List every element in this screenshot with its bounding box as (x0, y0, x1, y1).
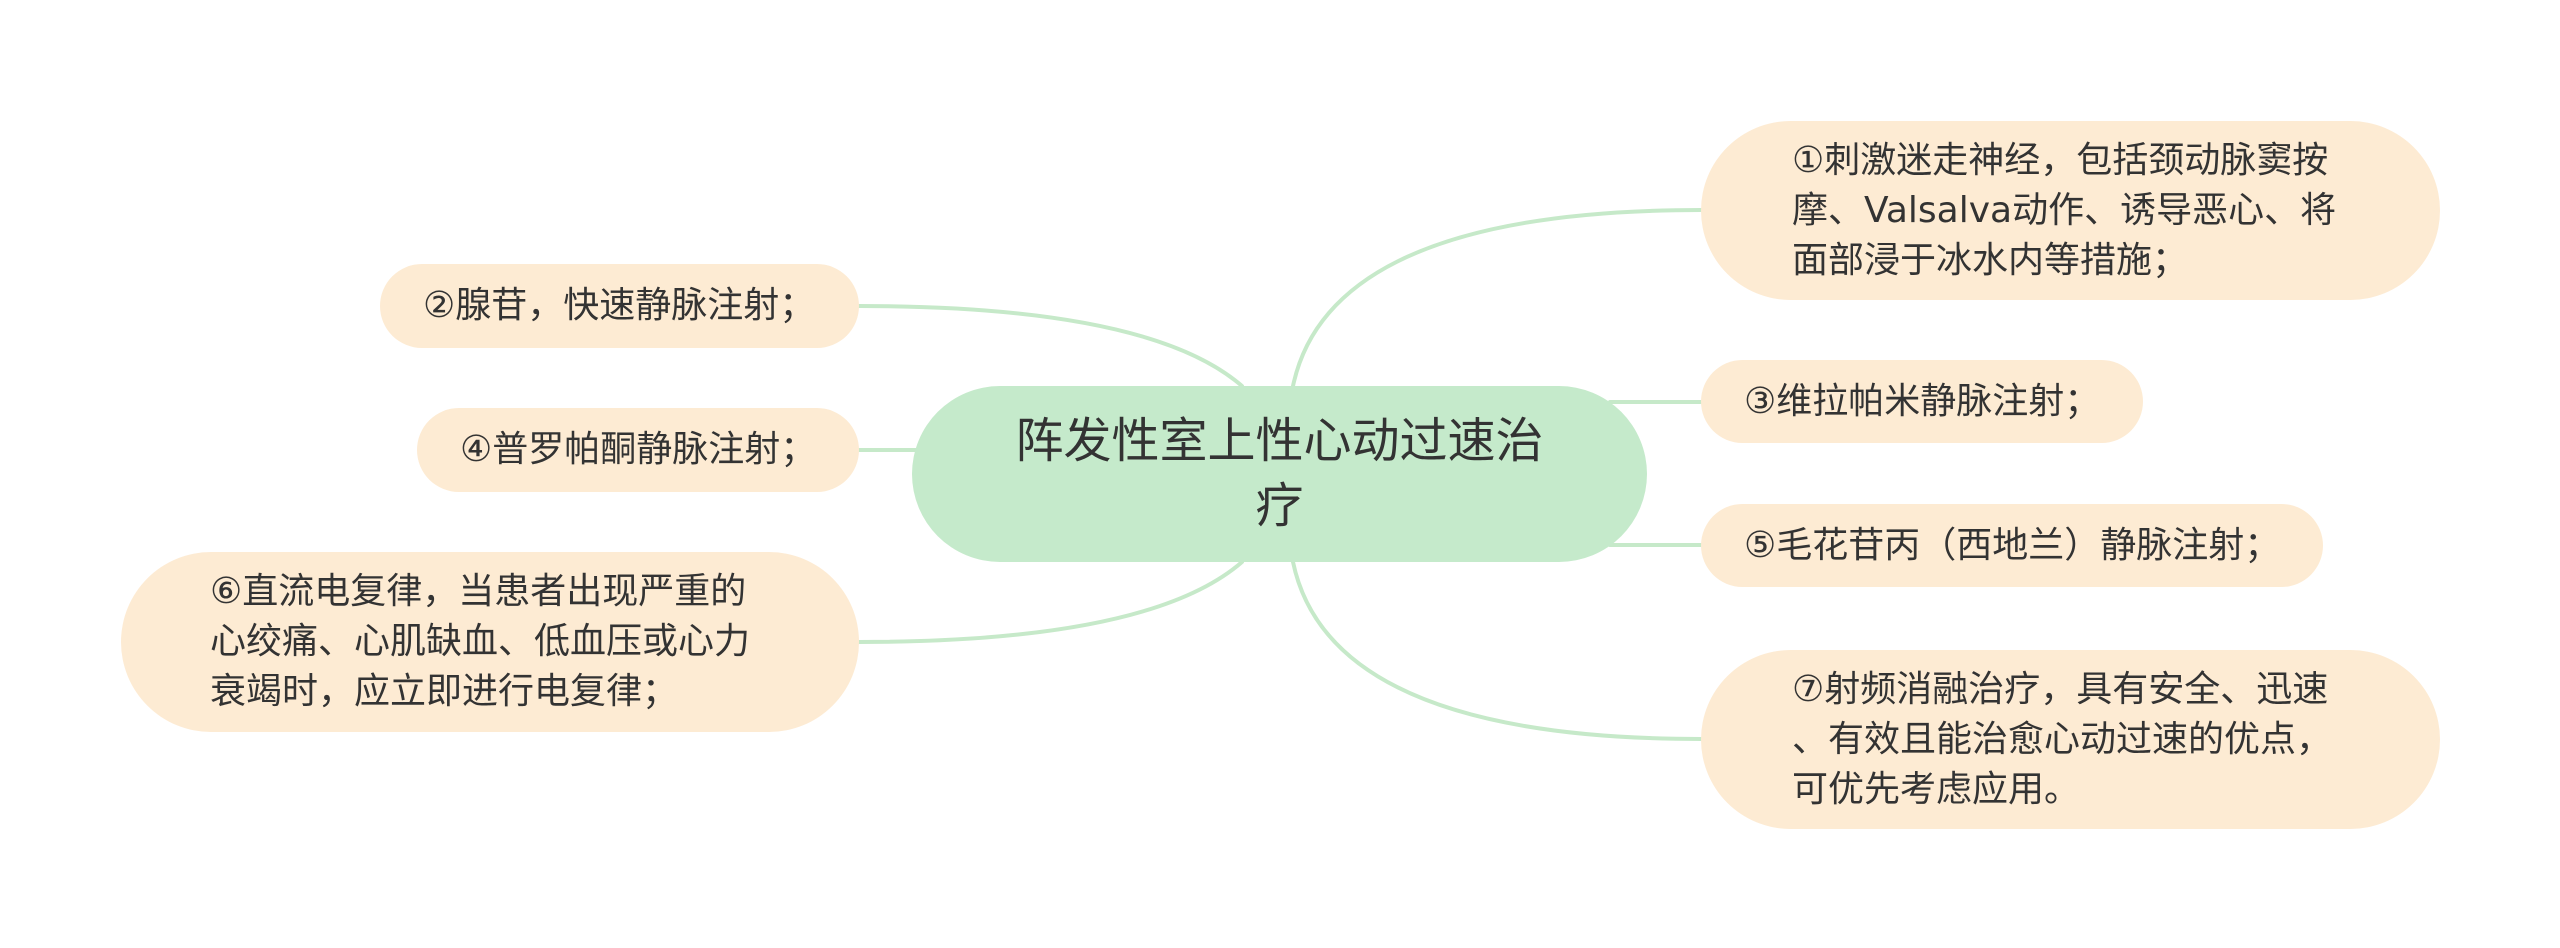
branch-topic-line: 心绞痛、心肌缺血、低血压或心力 (210, 621, 751, 662)
root-topic-line: 阵发性室上性心动过速治 (1015, 413, 1544, 469)
branch-topic-line: ③维拉帕米静脉注射； (1744, 380, 2101, 422)
branch-topic-line: ①刺激迷走神经，包括颈动脉窦按 (1792, 139, 2329, 181)
branch-topic-6[interactable]: ⑥直流电复律，当患者出现严重的 心绞痛、心肌缺血、低血压或心力 衰竭时，应立即进… (121, 552, 859, 732)
root-topic-line: 疗 (1255, 478, 1304, 534)
branch-topic-line: ⑤毛花苷丙（西地兰）静脉注射； (1744, 524, 2281, 566)
branch-topic-3[interactable]: ③维拉帕米静脉注射； (1701, 360, 2143, 443)
branch-topic-line: 衰竭时，应立即进行电复律； (210, 671, 679, 712)
branch-topic-5[interactable]: ⑤毛花苷丙（西地兰）静脉注射； (1701, 504, 2323, 587)
branch-topic-line: 可优先考虑应用。 (1792, 768, 2081, 810)
branch-topic-line: ②腺苷，快速静脉注射； (423, 285, 816, 326)
root-topic[interactable]: 阵发性室上性心动过速治 疗 (912, 386, 1647, 562)
branch-topic-7[interactable]: ⑦射频消融治疗，具有安全、迅速 、有效且能治愈心动过速的优点， 可优先考虑应用。 (1701, 650, 2440, 829)
connector-branch-7 (1291, 560, 1703, 741)
branch-topic-line: ⑦射频消融治疗，具有安全、迅速 (1792, 668, 2329, 710)
branch-topic-2[interactable]: ②腺苷，快速静脉注射； (380, 264, 859, 348)
branch-topic-1[interactable]: ①刺激迷走神经，包括颈动脉窦按 摩、Valsalva动作、诱导恶心、将 面部浸于… (1701, 121, 2440, 300)
branch-topic-line: 、有效且能治愈心动过速的优点， (1792, 718, 2333, 760)
branch-topic-4[interactable]: ④普罗帕酮静脉注射； (417, 408, 859, 492)
branch-topic-line: 面部浸于冰水内等措施； (1792, 239, 2189, 281)
branch-topic-line: ④普罗帕酮静脉注射； (460, 429, 817, 470)
connector-branch-1 (1291, 208, 1703, 388)
connector-branch-2 (857, 304, 1244, 388)
connector-branch-6 (857, 560, 1244, 644)
branch-topic-line: ⑥直流电复律，当患者出现严重的 (210, 571, 747, 612)
branch-topic-line: 摩、Valsalva动作、诱导恶心、将 (1792, 189, 2337, 231)
